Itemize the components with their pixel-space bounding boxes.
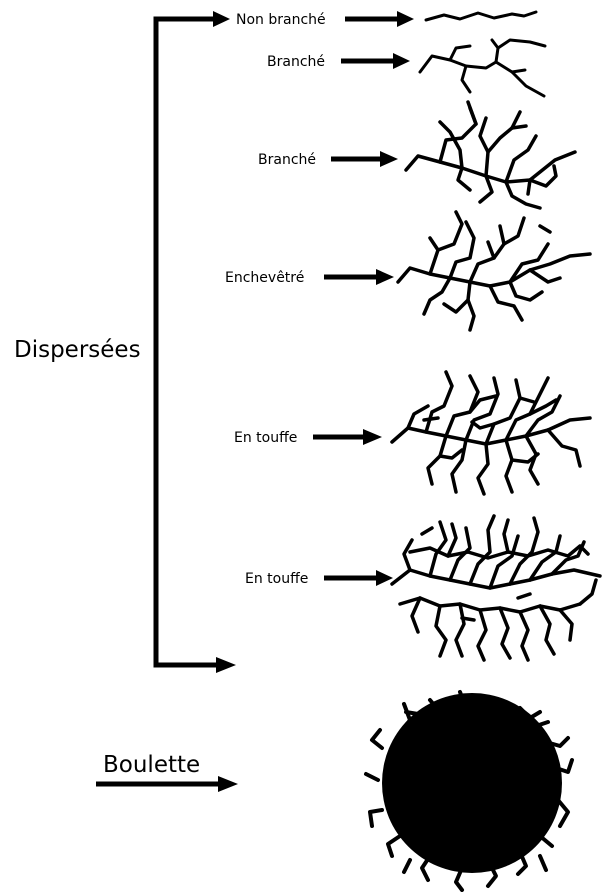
stage-label-branche-1: Branché	[267, 54, 325, 70]
stage-arrows	[96, 16, 400, 787]
stage-label-enchevetre: Enchevêtré	[225, 270, 304, 286]
stage-label-en-touffe-1: En touffe	[234, 430, 297, 446]
shape-enchevetre	[396, 210, 592, 332]
stage-label-branche-2: Branché	[258, 152, 316, 168]
dispersees-bracket	[153, 16, 219, 668]
stage-arrowheads	[218, 11, 414, 792]
stage-label-en-touffe-2: En touffe	[245, 571, 308, 587]
shape-en-touffe	[390, 370, 592, 496]
shape-en-touffe-dense	[390, 514, 602, 662]
group-label-dispersees: Dispersées	[14, 337, 141, 363]
bracket-bottom-arrowhead	[216, 657, 236, 673]
standalone-label-boulette: Boulette	[103, 752, 200, 778]
shape-non-branche	[424, 10, 538, 22]
shape-branche	[404, 100, 577, 210]
shape-boulette	[364, 690, 574, 892]
shape-branche-simple	[418, 38, 547, 98]
bracket-top-arrowhead	[213, 11, 230, 27]
stage-label-non-branche: Non branché	[236, 12, 326, 28]
